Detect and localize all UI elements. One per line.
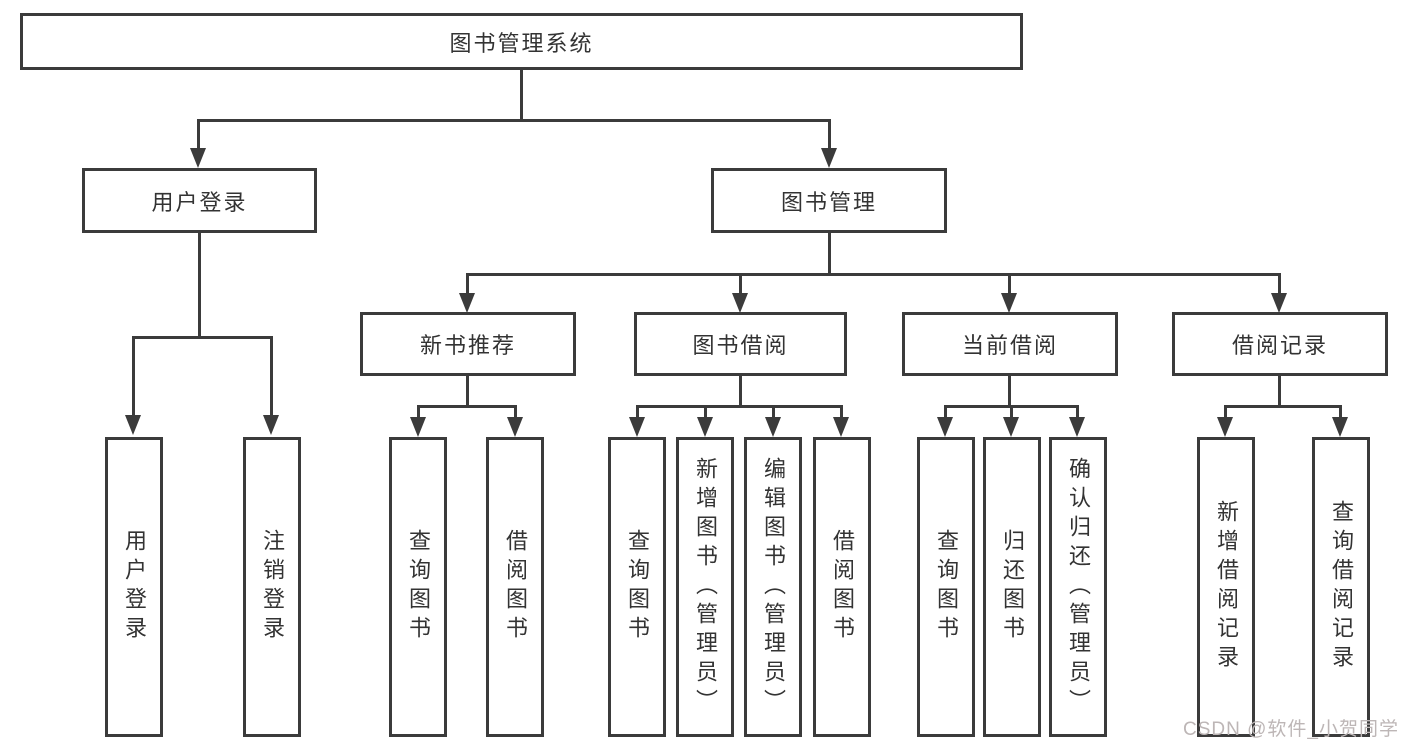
connector-records-leaf2	[1339, 405, 1342, 419]
node-borrow-records: 借阅记录	[1172, 312, 1388, 376]
connector-current-leaf3	[1076, 405, 1079, 419]
connector-newbook-leaf2	[514, 405, 517, 419]
leaf-query-books-1: 查询图书	[389, 437, 447, 737]
leaf-label: 新增借阅记录	[1214, 500, 1239, 674]
arrowhead-current-leaf2	[1003, 417, 1019, 437]
arrowhead-records-leaf1	[1217, 417, 1233, 437]
leaf-label: 用户登录	[122, 529, 147, 645]
connector-newbook-hline	[417, 405, 517, 408]
leaf-label: 新增图书（管理员）	[693, 456, 718, 718]
connector-records-hline	[1224, 405, 1341, 408]
arrowhead-borrow-leaf3	[765, 417, 781, 437]
leaf-borrow-books-2: 借阅图书	[813, 437, 871, 737]
arrowhead-current-borrow	[1001, 293, 1017, 313]
leaf-logout: 注销登录	[243, 437, 301, 737]
node-label: 图书管理系统	[449, 30, 594, 56]
arrowhead-borrow-records	[1271, 293, 1287, 313]
arrowhead-book-borrow	[732, 293, 748, 313]
node-label: 图书管理	[780, 189, 877, 215]
leaf-query-borrow-record: 查询借阅记录	[1312, 437, 1370, 737]
arrowhead-borrow-leaf2	[697, 417, 713, 437]
leaf-add-borrow-record: 新增借阅记录	[1197, 437, 1255, 737]
leaf-confirm-return-admin: 确认归还（管理员）	[1049, 437, 1107, 737]
arrowhead-new-books	[459, 293, 475, 313]
node-label: 当前借阅	[961, 333, 1058, 358]
connector-level3-hline	[466, 273, 1281, 276]
csdn-watermark: CSDN @软件_小贺同学	[1183, 719, 1399, 740]
connector-borrow-stub	[739, 376, 742, 405]
connector-borrow-leaf3	[772, 405, 775, 419]
node-new-book-recommend: 新书推荐	[360, 312, 576, 376]
leaf-add-books-admin: 新增图书（管理员）	[676, 437, 734, 737]
leaf-label: 注销登录	[260, 529, 285, 645]
leaf-label: 查询图书	[625, 529, 650, 645]
connector-to-book-borrow	[739, 273, 742, 295]
connector-newbook-leaf1	[417, 405, 420, 419]
leaf-label: 查询图书	[406, 529, 431, 645]
node-label: 图书借阅	[692, 333, 789, 358]
arrowhead-logout-leaf	[263, 415, 279, 435]
connector-root-stub	[520, 70, 523, 119]
leaf-label: 借阅图书	[830, 529, 855, 645]
connector-borrow-leaf2	[704, 405, 707, 419]
connector-records-leaf1	[1224, 405, 1227, 419]
connector-login-stub	[198, 233, 201, 336]
connector-login-hline	[132, 336, 273, 339]
connector-to-login-leaf	[132, 336, 135, 417]
arrowhead-user-login	[190, 148, 206, 168]
node-user-login: 用户登录	[82, 168, 317, 233]
node-current-borrow: 当前借阅	[902, 312, 1118, 376]
connector-borrow-leaf4	[840, 405, 843, 419]
arrowhead-login-leaf	[125, 415, 141, 435]
leaf-edit-books-admin: 编辑图书（管理员）	[744, 437, 802, 737]
leaf-user-login: 用户登录	[105, 437, 163, 737]
arrowhead-borrow-leaf4	[833, 417, 849, 437]
connector-current-leaf2	[1010, 405, 1013, 419]
leaf-label: 借阅图书	[503, 529, 528, 645]
node-book-borrow: 图书借阅	[634, 312, 847, 376]
arrowhead-newbook-leaf2	[507, 417, 523, 437]
connector-to-new-books	[466, 273, 469, 295]
connector-level2-hline	[197, 119, 831, 122]
connector-to-book-management	[828, 119, 831, 150]
leaf-label: 编辑图书（管理员）	[761, 456, 786, 718]
connector-records-stub	[1278, 376, 1281, 405]
connector-current-stub	[1008, 376, 1011, 405]
connector-to-user-login	[197, 119, 200, 150]
node-library-management-system: 图书管理系统	[20, 13, 1023, 70]
leaf-label: 查询图书	[934, 529, 959, 645]
arrowhead-book-management	[821, 148, 837, 168]
connector-borrow-leaf1	[636, 405, 639, 419]
connector-newbook-stub	[466, 376, 469, 405]
arrowhead-current-leaf3	[1069, 417, 1085, 437]
leaf-label: 查询借阅记录	[1329, 500, 1354, 674]
arrowhead-borrow-leaf1	[629, 417, 645, 437]
leaf-borrow-books-1: 借阅图书	[486, 437, 544, 737]
arrowhead-newbook-leaf1	[410, 417, 426, 437]
arrowhead-current-leaf1	[937, 417, 953, 437]
connector-to-current-borrow	[1008, 273, 1011, 295]
node-label: 新书推荐	[419, 333, 516, 358]
node-label: 用户登录	[151, 189, 248, 215]
connector-current-leaf1	[944, 405, 947, 419]
leaf-query-books-3: 查询图书	[917, 437, 975, 737]
arrowhead-records-leaf2	[1332, 417, 1348, 437]
connector-to-borrow-records	[1278, 273, 1281, 295]
connector-borrow-hline	[636, 405, 843, 408]
leaf-label: 确认归还（管理员）	[1066, 456, 1091, 718]
node-book-management: 图书管理	[711, 168, 947, 233]
leaf-return-books: 归还图书	[983, 437, 1041, 737]
leaf-query-books-2: 查询图书	[608, 437, 666, 737]
leaf-label: 归还图书	[1000, 529, 1025, 645]
connector-management-stub	[828, 233, 831, 273]
connector-to-logout-leaf	[270, 336, 273, 417]
node-label: 借阅记录	[1231, 333, 1328, 358]
